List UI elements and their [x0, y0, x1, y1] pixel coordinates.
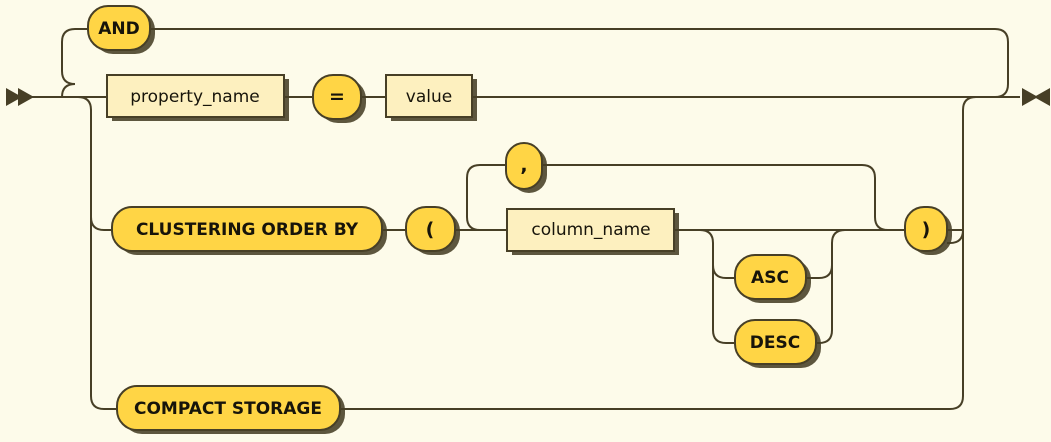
node-open-paren[interactable]: ( — [405, 206, 460, 255]
node-comma-box — [505, 142, 543, 190]
node-desc-box — [734, 319, 817, 365]
node-property-name-label: property_name — [130, 87, 259, 107]
node-value-box — [385, 74, 473, 118]
track-lines — [30, 28, 1020, 410]
track-left-spine — [77, 96, 112, 410]
node-close-paren[interactable]: ) — [904, 206, 952, 255]
node-clustering-order-by-box — [111, 206, 383, 252]
track-right-spine — [340, 96, 990, 410]
start-marker — [6, 88, 34, 106]
track-desc-branch-in — [712, 265, 735, 344]
node-asc-label: ASC — [751, 268, 789, 288]
end-marker — [1022, 88, 1050, 106]
node-close-paren-label: ) — [922, 219, 931, 241]
node-and[interactable]: AND — [87, 5, 155, 54]
node-column-name-box — [506, 208, 675, 252]
node-asc-box — [734, 254, 807, 300]
end-bowtie-right-icon — [1034, 88, 1050, 106]
node-property-name-box — [106, 74, 285, 118]
node-desc[interactable]: DESC — [734, 319, 821, 368]
node-value-label: value — [406, 87, 452, 107]
node-property-name[interactable]: property_name — [106, 74, 289, 121]
track-asc-branch-in — [699, 229, 735, 279]
node-open-paren-box — [405, 206, 456, 252]
node-and-box — [87, 5, 151, 51]
node-column-name-label: column_name — [531, 220, 650, 240]
node-equals-label: = — [329, 86, 345, 108]
node-compact-storage-label: COMPACT STORAGE — [134, 399, 322, 419]
node-comma[interactable]: , — [505, 142, 547, 193]
node-column-name[interactable]: column_name — [506, 208, 679, 255]
track-comma-loop — [466, 164, 905, 231]
node-clustering-order-by[interactable]: CLUSTERING ORDER BY — [111, 206, 387, 255]
node-compact-storage-box — [116, 385, 341, 431]
node-close-paren-box — [904, 206, 948, 252]
track-and-branch-left — [61, 28, 88, 98]
track-clustering-branch — [90, 216, 112, 231]
node-compact-storage[interactable]: COMPACT STORAGE — [116, 385, 345, 434]
start-arrow-first-icon — [6, 88, 22, 106]
node-comma-label: , — [520, 155, 527, 177]
start-arrow-second-icon — [18, 88, 34, 106]
end-bowtie-left-icon — [1022, 88, 1038, 106]
node-asc[interactable]: ASC — [734, 254, 811, 303]
node-equals-box — [312, 74, 362, 120]
track-asc-branch-out — [806, 229, 846, 279]
node-desc-label: DESC — [750, 333, 800, 353]
node-value[interactable]: value — [385, 74, 477, 121]
node-and-label: AND — [98, 19, 140, 39]
node-equals[interactable]: = — [312, 74, 366, 123]
node-clustering-order-by-label: CLUSTERING ORDER BY — [136, 220, 359, 240]
node-open-paren-label: ( — [426, 219, 435, 241]
